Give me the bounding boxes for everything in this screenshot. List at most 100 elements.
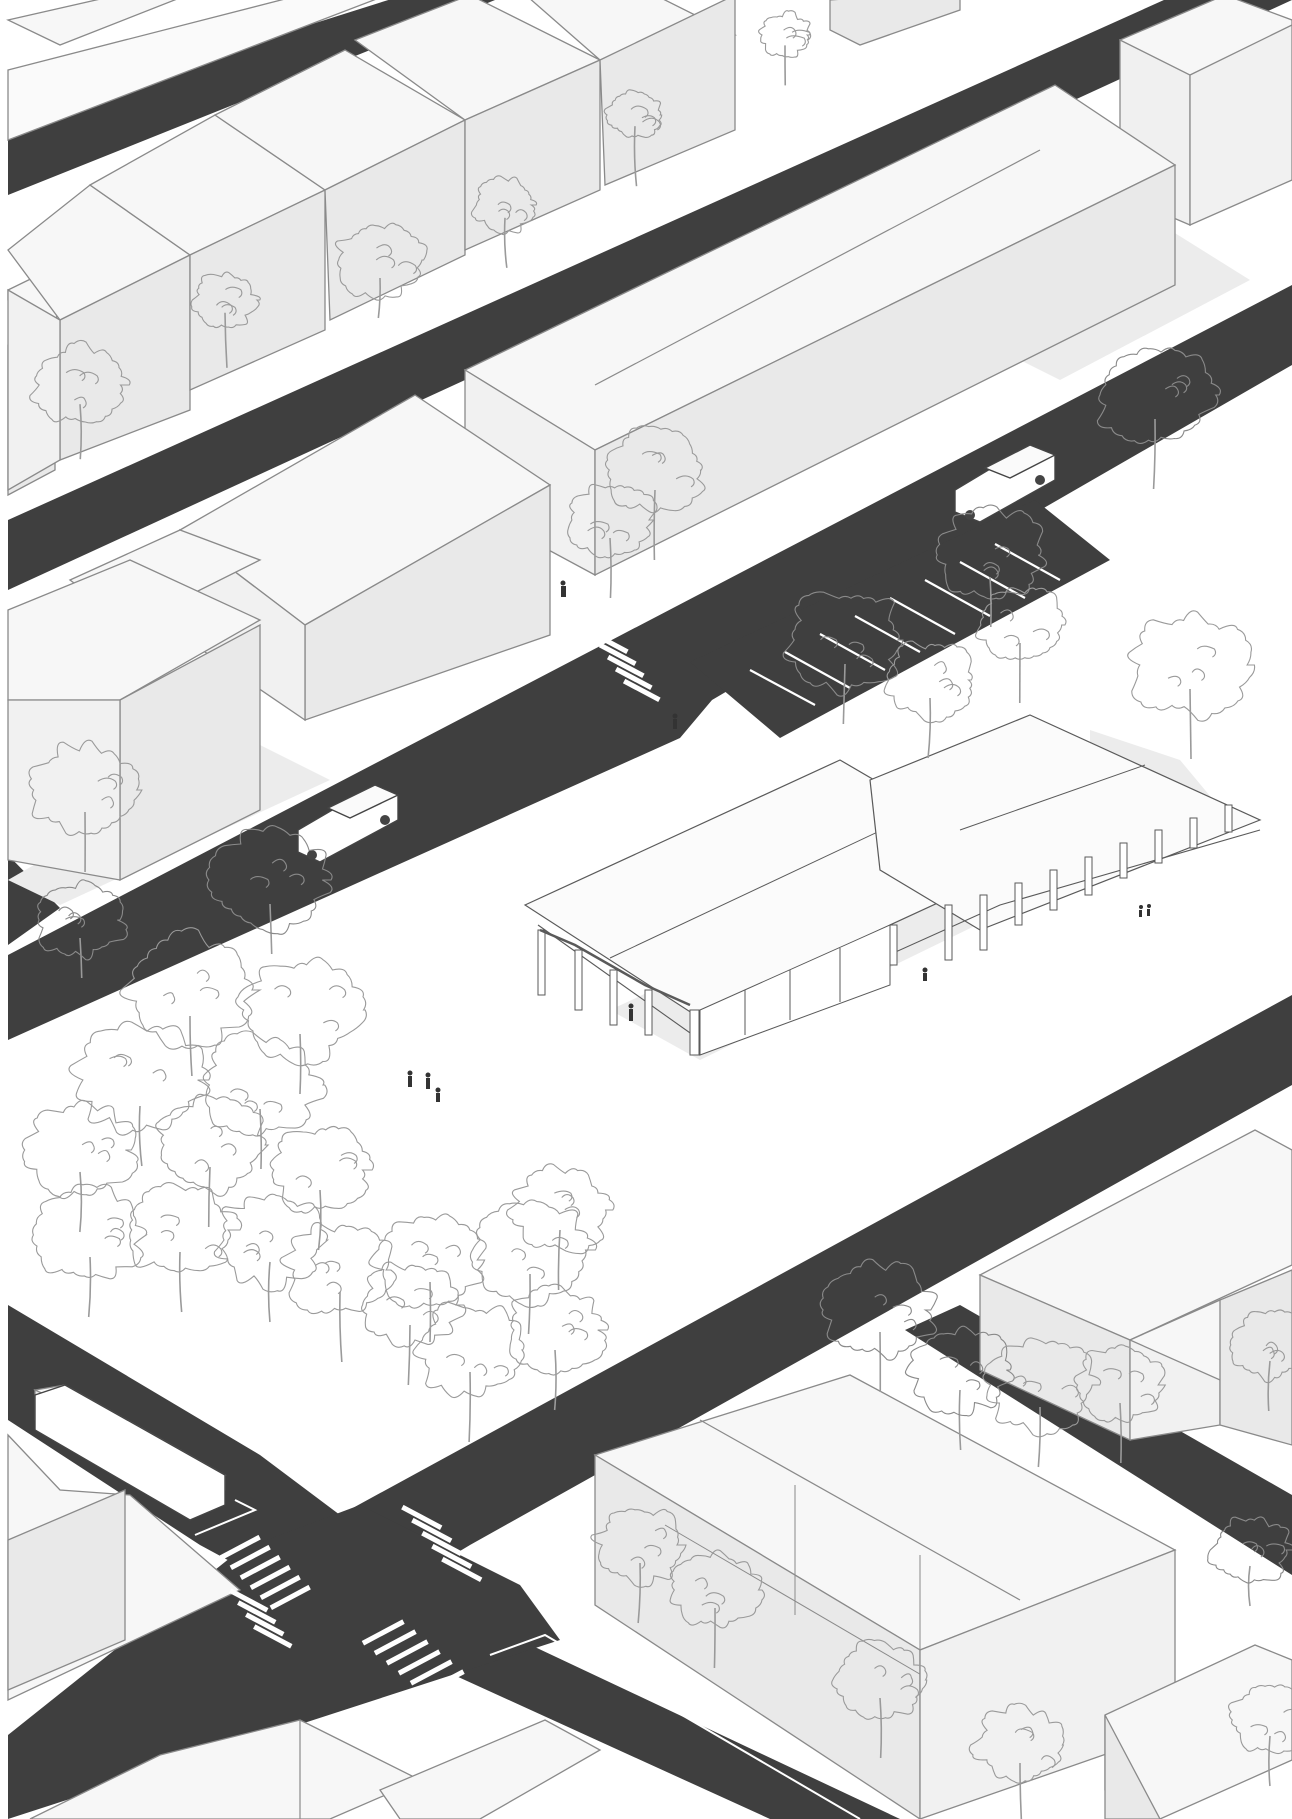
tree-canopy: [28, 739, 143, 836]
tree-detail: [654, 1527, 667, 1540]
tree-canopy: [935, 504, 1048, 600]
tree-canopy: [883, 640, 973, 724]
tree-detail: [323, 1019, 340, 1032]
tree-detail: [244, 1100, 258, 1113]
tree-detail: [642, 117, 662, 131]
tree-trunk: [299, 1033, 302, 1095]
tree-canopy: [412, 1301, 525, 1399]
crosswalk-intersection-lower-left: [229, 1588, 293, 1649]
tree-canopy: [506, 1163, 615, 1255]
tree-trunk: [557, 1229, 561, 1291]
tree-canopy: [975, 587, 1067, 660]
buildings-lower-right: [593, 1129, 1292, 1819]
tree-detail: [589, 520, 610, 533]
tree-detail: [1003, 634, 1020, 647]
cars: [34, 444, 1057, 1521]
crosswalk-intersection-upper-left: [219, 1534, 311, 1610]
parking-lines: [749, 543, 1061, 706]
tree-canopy: [469, 1199, 598, 1308]
tree-trunk: [713, 1607, 716, 1669]
tree-detail: [107, 773, 124, 786]
tree-detail: [74, 396, 87, 409]
tree-detail: [221, 304, 237, 316]
tree-detail: [1171, 381, 1188, 394]
person: [560, 580, 566, 597]
tree-canopy: [269, 1125, 375, 1214]
tree-detail: [1191, 668, 1206, 681]
tree-canopy: [968, 1702, 1065, 1784]
tree-detail: [1265, 1341, 1279, 1355]
tree-trunk: [1019, 1762, 1023, 1819]
tree-canopy: [202, 1030, 328, 1137]
tree-trunk: [609, 537, 612, 599]
tree-canopy: [669, 1549, 765, 1629]
tree-trunk: [79, 1171, 83, 1233]
tree-detail: [568, 1328, 589, 1341]
tree-detail: [1040, 1755, 1056, 1769]
tree-detail: [65, 916, 86, 928]
tree-detail: [204, 1244, 223, 1258]
tree-detail: [983, 562, 1000, 575]
people: [407, 580, 1151, 1102]
tree-detail: [783, 26, 797, 39]
tree-detail: [445, 1353, 465, 1367]
tree-canopy: [129, 1182, 243, 1273]
tree-detail: [81, 1141, 95, 1154]
tree-trunk: [207, 1166, 211, 1228]
tree-detail: [1165, 385, 1180, 398]
tree-detail: [411, 1240, 429, 1254]
tree-detail: [315, 1262, 330, 1274]
tree-trunk: [1119, 1402, 1122, 1464]
tree-canopy: [782, 591, 904, 697]
tree-trunk: [138, 1105, 143, 1167]
tree-detail: [101, 1137, 115, 1149]
tree-canopy: [368, 1213, 487, 1309]
tree-detail: [194, 1159, 210, 1173]
tree-detail: [630, 105, 649, 118]
crosswalk-middle: [590, 630, 661, 703]
tree-canopy: [29, 339, 131, 424]
tree-detail: [498, 208, 511, 220]
tree-detail: [445, 1244, 462, 1258]
tree-detail: [1266, 1543, 1286, 1555]
tree-canopy: [904, 1325, 1015, 1417]
tree-detail: [874, 1665, 887, 1677]
tree-detail: [675, 475, 695, 488]
tree-detail: [969, 1361, 984, 1375]
tree-trunk: [1267, 1360, 1271, 1412]
tree-detail: [326, 1281, 342, 1295]
tree-detail: [1020, 1726, 1034, 1739]
tree-detail: [376, 244, 393, 257]
road-lower-diagonal: [340, 995, 1292, 1575]
crosswalks: [194, 630, 861, 1819]
tree-detail: [515, 209, 528, 222]
tree-detail: [274, 985, 292, 998]
tree-detail: [497, 201, 512, 214]
tree-canopy: [1096, 347, 1221, 444]
tree-detail: [701, 1601, 720, 1614]
tree-detail: [249, 876, 270, 889]
tree-detail: [554, 1190, 573, 1202]
tree-detail: [791, 29, 812, 41]
tree-detail: [612, 529, 630, 542]
person: [1147, 904, 1151, 916]
tree-detail: [848, 641, 865, 654]
tree-detail: [245, 1243, 260, 1255]
tree-canopy: [1127, 610, 1256, 722]
car-upper: [954, 444, 1057, 523]
tree-trunk: [637, 1562, 642, 1624]
trees: [21, 10, 1292, 1819]
tree-canopy: [213, 1193, 330, 1293]
tree-detail: [397, 261, 418, 275]
tree-detail: [965, 1379, 981, 1391]
tree-canopy: [334, 222, 428, 301]
tree-trunk: [224, 312, 228, 368]
tree-detail: [152, 1069, 167, 1082]
tree-detail: [271, 858, 288, 872]
tree-detail: [561, 1194, 575, 1207]
tree-detail: [101, 796, 115, 809]
tree-trunk: [527, 1273, 531, 1335]
tree-detail: [1283, 1708, 1292, 1713]
tree-detail: [1251, 1545, 1265, 1558]
